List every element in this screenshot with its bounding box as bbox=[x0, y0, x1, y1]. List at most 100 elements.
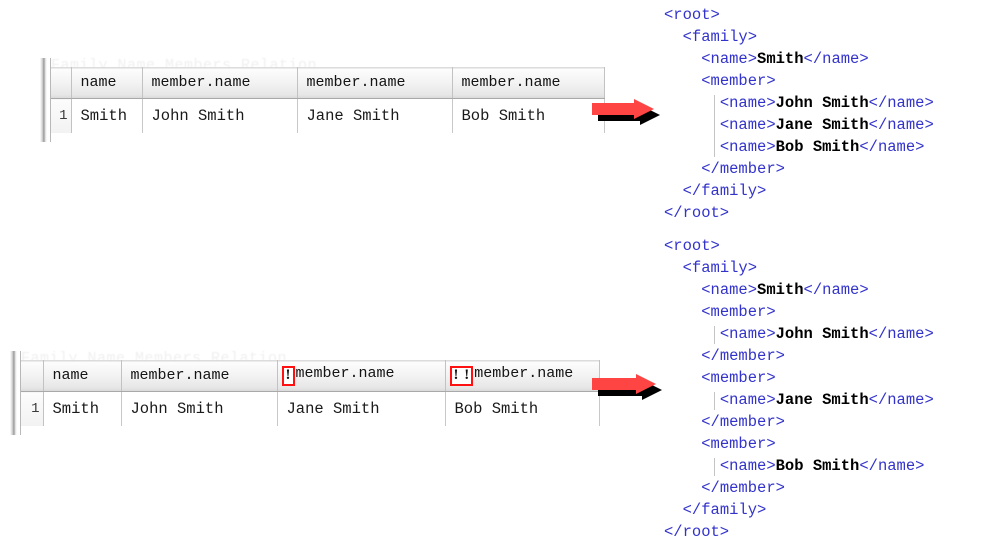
cell-member-3[interactable]: Bob Smith bbox=[445, 391, 600, 426]
column-header-member-name-3[interactable]: ! !member.name bbox=[445, 360, 600, 392]
arrow-right-bottom bbox=[592, 371, 672, 407]
indent-guide-line bbox=[714, 326, 716, 344]
vertical-scrollbar-track[interactable] bbox=[40, 58, 47, 142]
xml-tag: <name> bbox=[719, 325, 776, 343]
arrow-right-top bbox=[592, 96, 666, 132]
xml-line: </family> bbox=[664, 499, 934, 521]
xml-tag: <family> bbox=[682, 28, 758, 46]
column-header-name[interactable]: name bbox=[43, 360, 122, 392]
table-row[interactable]: 1 Smith John Smith Jane Smith Bob Smith bbox=[21, 391, 600, 426]
clipped-text-row-top: Family Name Members Relation bbox=[21, 351, 288, 360]
warning-badge-icon[interactable]: ! ! bbox=[449, 366, 474, 386]
xml-tag: </member> bbox=[701, 160, 785, 178]
xml-line: <name>Bob Smith</name> bbox=[664, 455, 934, 477]
xml-line: <member> bbox=[664, 301, 934, 323]
xml-tag: <member> bbox=[701, 72, 776, 90]
table-row[interactable]: 1 Smith John Smith Jane Smith Bob Smith bbox=[51, 98, 605, 133]
xml-tag: </family> bbox=[682, 501, 767, 519]
xml-value: Jane Smith bbox=[775, 116, 869, 134]
xml-line: <name>Smith</name> bbox=[664, 48, 934, 70]
cell-name[interactable]: Smith bbox=[43, 391, 122, 426]
cell-member-1[interactable]: John Smith bbox=[121, 391, 278, 426]
xml-line: </root> bbox=[664, 202, 934, 224]
xml-tag: </family> bbox=[682, 182, 767, 200]
row-number-cell: 1 bbox=[21, 391, 44, 426]
xml-line: </member> bbox=[664, 411, 934, 433]
xml-tag: </name> bbox=[868, 391, 934, 409]
xml-tag: </member> bbox=[701, 479, 785, 497]
xml-line: </member> bbox=[664, 477, 934, 499]
column-header-member-name-2[interactable]: !member.name bbox=[277, 360, 446, 392]
xml-repeated-member: <root> <family> <name>Smith</name> <memb… bbox=[664, 235, 934, 543]
column-header-member-name-2[interactable]: member.name bbox=[297, 67, 453, 99]
xml-tag: <member> bbox=[701, 303, 776, 321]
xml-tag: <name> bbox=[719, 94, 776, 112]
xml-tag: <name> bbox=[701, 281, 758, 299]
grid-corner-cell bbox=[21, 360, 44, 392]
vertical-scrollbar-track[interactable] bbox=[10, 351, 17, 435]
xml-value: Smith bbox=[757, 50, 804, 68]
xml-value: Bob Smith bbox=[775, 138, 860, 156]
xml-tag: </member> bbox=[701, 347, 785, 365]
xml-line: <name>Jane Smith</name> bbox=[664, 389, 934, 411]
xml-tag: </root> bbox=[664, 523, 730, 541]
xml-line: <family> bbox=[664, 26, 934, 48]
xml-tag: </root> bbox=[664, 204, 730, 222]
column-header-member-name-3[interactable]: member.name bbox=[452, 67, 605, 99]
xml-tag: </name> bbox=[803, 281, 869, 299]
clipped-text-row-top: Family Name Members Relation bbox=[51, 58, 318, 67]
cell-member-2[interactable]: Jane Smith bbox=[277, 391, 446, 426]
xml-line: </member> bbox=[664, 345, 934, 367]
data-grid: name member.name !member.name ! !member.… bbox=[21, 360, 600, 426]
xml-line: <name>Jane Smith</name> bbox=[664, 114, 934, 136]
xml-value: John Smith bbox=[775, 325, 869, 343]
xml-tag: <name> bbox=[719, 116, 776, 134]
column-header-name[interactable]: name bbox=[71, 67, 143, 99]
xml-tag: <member> bbox=[701, 369, 776, 387]
xml-tag: <root> bbox=[664, 237, 720, 255]
xml-tag: </name> bbox=[859, 138, 925, 156]
xml-tag: </member> bbox=[701, 413, 785, 431]
xml-line: <member> bbox=[664, 367, 934, 389]
indent-guide-line bbox=[714, 392, 716, 410]
xml-line: </root> bbox=[664, 521, 934, 543]
xml-value: Bob Smith bbox=[775, 457, 860, 475]
cell-member-3[interactable]: Bob Smith bbox=[452, 98, 605, 133]
column-header-member-name-1[interactable]: member.name bbox=[142, 67, 298, 99]
xml-value: Smith bbox=[757, 281, 804, 299]
xml-tag: <member> bbox=[701, 435, 776, 453]
data-grid: name member.name member.name member.name… bbox=[51, 67, 605, 133]
table-flat-member[interactable]: Family Name Members Relation name member… bbox=[40, 58, 605, 142]
cell-member-2[interactable]: Jane Smith bbox=[297, 98, 453, 133]
cell-member-1[interactable]: John Smith bbox=[142, 98, 298, 133]
xml-line: </family> bbox=[664, 180, 934, 202]
column-header-member-name-1[interactable]: member.name bbox=[121, 360, 278, 392]
warning-badge-icon[interactable]: ! bbox=[281, 366, 295, 386]
xml-line: <root> bbox=[664, 235, 934, 257]
xml-tag: <name> bbox=[719, 457, 776, 475]
xml-line: <member> bbox=[664, 70, 934, 92]
xml-tag: </name> bbox=[859, 457, 925, 475]
xml-tag: <name> bbox=[719, 391, 776, 409]
indent-guide-line bbox=[714, 95, 716, 157]
xml-tag: </name> bbox=[868, 325, 934, 343]
xml-line: <member> bbox=[664, 433, 934, 455]
grid-corner-cell bbox=[51, 67, 72, 99]
xml-single-member: <root> <family> <name>Smith</name> <memb… bbox=[664, 4, 934, 224]
xml-line: <family> bbox=[664, 257, 934, 279]
xml-tag: <root> bbox=[664, 6, 720, 24]
cell-name[interactable]: Smith bbox=[71, 98, 143, 133]
xml-line: <name>John Smith</name> bbox=[664, 323, 934, 345]
xml-tag: <family> bbox=[682, 259, 758, 277]
xml-line: <root> bbox=[664, 4, 934, 26]
xml-line: <name>Smith</name> bbox=[664, 279, 934, 301]
xml-value: John Smith bbox=[775, 94, 869, 112]
xml-tag: </name> bbox=[868, 116, 934, 134]
table-header-row: name member.name !member.name ! !member.… bbox=[21, 360, 600, 392]
row-number-cell: 1 bbox=[51, 98, 72, 133]
xml-tag: </name> bbox=[868, 94, 934, 112]
xml-line: <name>Bob Smith</name> bbox=[664, 136, 934, 158]
xml-line: <name>John Smith</name> bbox=[664, 92, 934, 114]
xml-tag: <name> bbox=[701, 50, 758, 68]
table-warned-member[interactable]: Family Name Members Relation name member… bbox=[10, 351, 600, 435]
